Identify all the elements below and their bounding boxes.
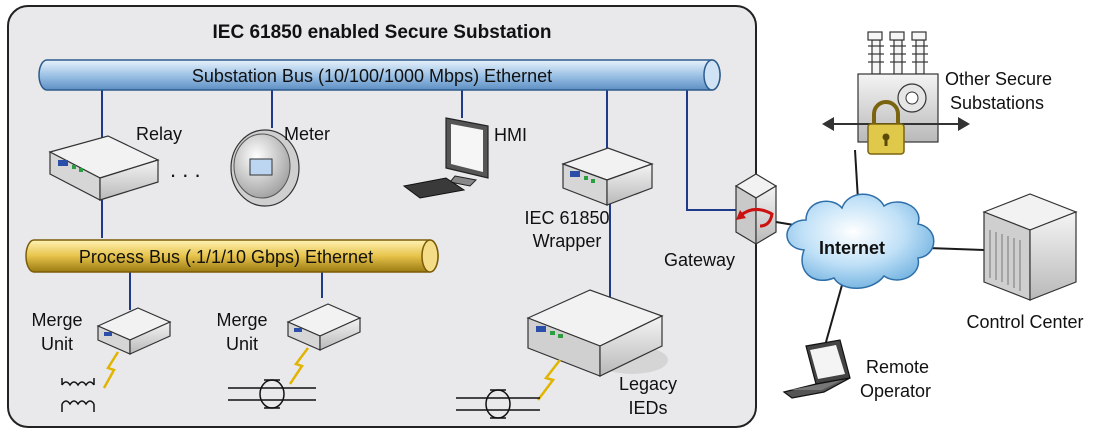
legacy-ieds-device — [526, 289, 668, 401]
current-transformer-icon — [228, 379, 316, 409]
substation-bus-label: Substation Bus (10/100/1000 Mbps) Ethern… — [192, 66, 552, 86]
remote-operator-label-line1: Remote — [866, 357, 929, 377]
internet-cloud-icon — [786, 193, 935, 289]
remote-operator-label-line2: Operator — [860, 381, 931, 401]
internet-label: Internet — [819, 238, 885, 258]
substation-bus: Substation Bus (10/100/1000 Mbps) Ethern… — [38, 59, 721, 91]
legacy-ieds-label-line2: IEDs — [628, 398, 667, 418]
legacy-ieds-label-line1: Legacy — [619, 374, 677, 394]
wrapper-label-line2: Wrapper — [533, 231, 602, 251]
lightning-icon — [288, 347, 309, 385]
control-center-label: Control Center — [966, 312, 1083, 332]
wrapper-device — [561, 147, 654, 206]
merge-unit-2-label-line1: Merge — [216, 310, 267, 330]
relay-device — [48, 135, 160, 201]
merge-unit-1-device — [96, 307, 172, 389]
hmi-device — [402, 117, 489, 199]
other-substations-icon — [822, 31, 970, 155]
ellipsis-label: . . . — [170, 157, 201, 182]
process-bus-label: Process Bus (.1/1/10 Gbps) Ethernet — [79, 247, 373, 267]
control-center-icon — [982, 193, 1078, 301]
current-transformer-icon — [456, 389, 540, 419]
substation-wires — [101, 90, 742, 312]
gateway-device — [734, 173, 778, 246]
merge-unit-2-label-line2: Unit — [226, 334, 258, 354]
merge-unit-1-label-line2: Unit — [41, 334, 73, 354]
other-substations-label-line2: Substations — [950, 93, 1044, 113]
hmi-label: HMI — [494, 125, 527, 145]
lightning-icon — [537, 359, 561, 401]
merge-unit-2-device — [286, 303, 362, 385]
lightning-icon — [102, 351, 120, 389]
merge-unit-1-label-line1: Merge — [31, 310, 82, 330]
padlock-icon — [867, 100, 905, 155]
process-bus: Process Bus (.1/1/10 Gbps) Ethernet — [25, 239, 439, 273]
relay-label: Relay — [136, 124, 182, 144]
other-substations-label-line1: Other Secure — [945, 69, 1052, 89]
gateway-label: Gateway — [664, 250, 735, 270]
wrapper-label-line1: IEC 61850 — [524, 208, 609, 228]
meter-label: Meter — [284, 124, 330, 144]
meter-device — [230, 129, 300, 207]
gateway-arrow-icon — [739, 208, 774, 228]
substation-title: IEC 61850 enabled Secure Substation — [213, 22, 552, 43]
transformer-icon — [61, 378, 95, 412]
laptop-icon — [782, 339, 851, 399]
